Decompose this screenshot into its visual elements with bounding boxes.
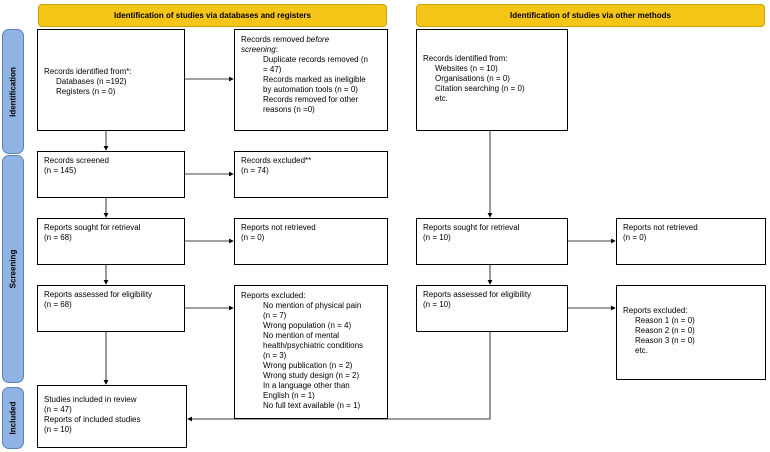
other-identified-title: Records identified from:	[423, 54, 508, 63]
excluded-reason: In a language other than	[263, 381, 350, 390]
reports-assessed-count: (n = 68)	[44, 300, 72, 309]
reports-included-count: (n = 10)	[44, 425, 72, 434]
phase-included: Included	[2, 387, 24, 449]
other-reports-sought-count: (n = 10)	[423, 233, 451, 242]
header-databases: Identification of studies via databases …	[38, 4, 387, 27]
records-identified-title: Records identified from*:	[44, 67, 132, 76]
phase-screening: Screening	[2, 155, 24, 383]
other-excluded-reason: Reason 3 (n = 0)	[635, 336, 695, 345]
box-reports-sought: Reports sought for retrieval (n = 68)	[37, 218, 185, 265]
removed-line-6: reasons (n =0)	[263, 105, 315, 114]
excluded-reason: (n = 3)	[263, 351, 287, 360]
studies-included-title: Studies included in review	[44, 395, 137, 404]
box-other-records-identified: Records identified from: Websites (n = 1…	[416, 29, 568, 131]
studies-included-count: (n = 47)	[44, 405, 72, 414]
box-other-reports-excluded: Reports excluded: Reason 1 (n = 0) Reaso…	[616, 285, 766, 380]
other-identified-source: Organisations (n = 0)	[435, 74, 510, 83]
other-identified-source: Websites (n = 10)	[435, 64, 498, 73]
other-reports-assessed-title: Reports assessed for eligibility	[423, 290, 532, 299]
reports-assessed-title: Reports assessed for eligibility	[44, 290, 153, 299]
box-studies-included: Studies included in review (n = 47) Repo…	[37, 385, 187, 448]
reports-excluded-title: Reports excluded:	[241, 291, 306, 300]
excluded-reason: No mention of mental	[263, 331, 340, 340]
records-removed-title: Records removed before	[241, 35, 330, 44]
removed-line-1: Duplicate records removed (n	[263, 55, 368, 64]
box-records-screened: Records screened (n = 145)	[37, 151, 185, 198]
reports-sought-title: Reports sought for retrieval	[44, 223, 141, 232]
header-other-methods: Identification of studies via other meth…	[416, 4, 765, 27]
removed-line-2: = 47)	[263, 65, 282, 74]
other-reports-excluded-title: Reports excluded:	[623, 306, 688, 315]
other-excluded-reason: Reason 2 (n = 0)	[635, 326, 695, 335]
other-identified-source: Citation searching (n = 0)	[435, 84, 525, 93]
records-excluded-title: Records excluded**	[241, 156, 312, 165]
databases-count: Databases (n =192)	[56, 77, 127, 86]
box-other-reports-sought: Reports sought for retrieval (n = 10)	[416, 218, 568, 265]
excluded-reason: Wrong population (n = 4)	[263, 321, 352, 330]
box-records-removed: Records removed before screening: Duplic…	[234, 29, 388, 131]
box-records-identified: Records identified from*: Databases (n =…	[37, 29, 185, 131]
other-reports-sought-title: Reports sought for retrieval	[423, 223, 520, 232]
arrow-other-assessed-to-included	[187, 332, 491, 422]
box-reports-assessed: Reports assessed for eligibility (n = 68…	[37, 285, 185, 332]
phase-identification: Identification	[2, 29, 24, 154]
other-reports-assessed-count: (n = 10)	[423, 300, 451, 309]
removed-line-3: Records marked as ineligible	[263, 75, 366, 84]
other-excluded-reason: etc.	[635, 346, 648, 355]
records-removed-title-2: screening:	[241, 45, 278, 54]
other-excluded-reason: Reason 1 (n = 0)	[635, 316, 695, 325]
other-identified-source: etc.	[435, 94, 448, 103]
reports-sought-count: (n = 68)	[44, 233, 72, 242]
excluded-reason: Wrong publication (n = 2)	[263, 361, 353, 370]
box-other-reports-not-retrieved: Reports not retrieved (n = 0)	[616, 218, 766, 265]
records-screened-count: (n = 145)	[44, 166, 77, 175]
registers-count: Registers (n = 0)	[56, 87, 116, 96]
excluded-reason: No mention of physical pain	[263, 301, 362, 310]
other-not-retrieved-title: Reports not retrieved	[623, 223, 698, 232]
box-reports-not-retrieved: Reports not retrieved (n = 0)	[234, 218, 388, 265]
reports-included-title: Reports of included studies	[44, 415, 141, 424]
excluded-reason: English (n = 1)	[263, 391, 315, 400]
excluded-reason: No full text available (n = 1)	[263, 401, 361, 410]
excluded-reason: Wrong study design (n = 2)	[263, 371, 360, 380]
removed-line-4: by automation tools (n = 0)	[263, 85, 358, 94]
box-reports-excluded: Reports excluded: No mention of physical…	[234, 285, 388, 419]
removed-line-5: Records removed for other	[263, 95, 359, 104]
box-other-reports-assessed: Reports assessed for eligibility (n = 10…	[416, 285, 568, 332]
records-screened-title: Records screened	[44, 156, 109, 165]
other-not-retrieved-count: (n = 0)	[623, 233, 647, 242]
excluded-reason: (n = 7)	[263, 311, 287, 320]
reports-not-retrieved-title: Reports not retrieved	[241, 223, 316, 232]
box-records-excluded: Records excluded** (n = 74)	[234, 151, 388, 198]
reports-not-retrieved-count: (n = 0)	[241, 233, 265, 242]
records-excluded-count: (n = 74)	[241, 166, 269, 175]
excluded-reason: health/psychiatric conditions	[263, 341, 364, 350]
